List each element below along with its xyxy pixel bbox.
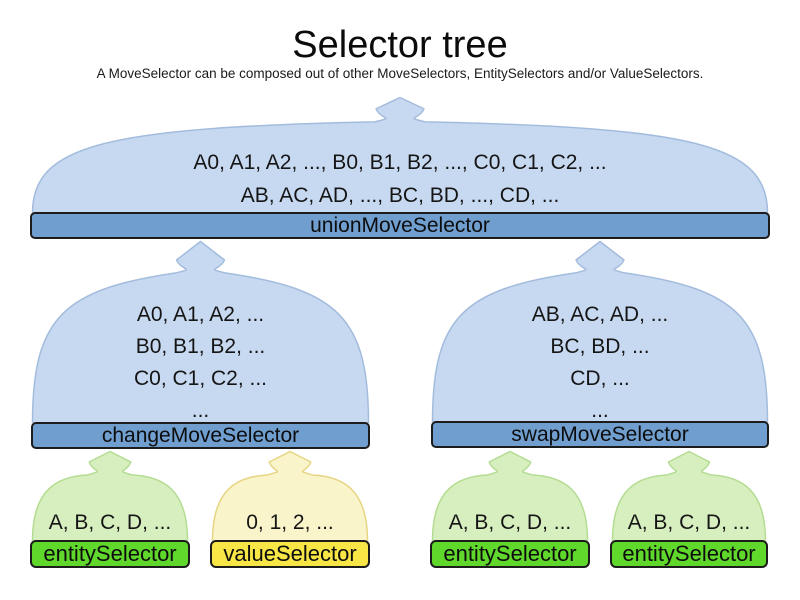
value-selector-bar: valueSelector	[210, 540, 370, 568]
funnel-text-line: 0, 1, 2, ...	[246, 511, 334, 534]
value-selector-funnel	[211, 450, 369, 541]
swap-move-selector-funnel	[431, 240, 769, 422]
page-subtitle: A MoveSelector can be composed out of ot…	[96, 66, 704, 81]
funnel-text-line: BC, BD, ...	[550, 335, 650, 358]
change-move-selector-funnel	[31, 240, 370, 423]
funnel-text-line: A0, A1, A2, ..., B0, B1, B2, ..., C0, C1…	[193, 151, 607, 174]
bar-label: changeMoveSelector	[101, 423, 300, 447]
entity-middle-funnel-text: A, B, C, D, ...	[430, 509, 590, 537]
union-funnel-text: A0, A1, A2, ..., B0, B1, B2, ..., C0, C1…	[30, 146, 770, 212]
entity-right-funnel-text: A, B, C, D, ...	[610, 509, 768, 537]
union-move-selector-funnel	[31, 96, 769, 213]
bar-label: unionMoveSelector	[310, 213, 490, 237]
union-move-selector-bar: unionMoveSelector	[30, 212, 770, 239]
funnel-text-line: ...	[591, 399, 609, 422]
funnel-text-line: A, B, C, D, ...	[48, 511, 172, 534]
up-arrow-funnel-shape	[31, 240, 370, 423]
bar-label: entitySelector	[622, 541, 756, 566]
funnel-text-line: B0, B1, B2, ...	[135, 335, 266, 358]
up-arrow-funnel-shape	[31, 450, 189, 541]
funnel-text-line: A, B, C, D, ...	[627, 511, 751, 534]
swap-move-selector-bar: swapMoveSelector	[431, 421, 769, 448]
change-move-selector-bar: changeMoveSelector	[31, 422, 370, 449]
page-title: Selector tree	[292, 24, 508, 66]
up-arrow-funnel-shape	[431, 240, 769, 422]
up-arrow-funnel-shape	[611, 450, 767, 541]
funnel-text-line: CD, ...	[570, 367, 630, 390]
funnel-text-line: AB, AC, AD, ...	[531, 303, 669, 326]
entity-selector-left-bar: entitySelector	[30, 540, 190, 568]
funnel-text-line: AB, AC, AD, ..., BC, BD, ..., CD, ...	[240, 184, 560, 207]
funnel-text-line: A0, A1, A2, ...	[136, 303, 265, 326]
entity-selector-right-funnel	[611, 450, 767, 541]
value-funnel-text: 0, 1, 2, ...	[210, 509, 370, 537]
bar-label: swapMoveSelector	[511, 422, 689, 446]
change-funnel-text: A0, A1, A2, ... B0, B1, B2, ... C0, C1, …	[30, 299, 371, 427]
up-arrow-funnel-shape	[211, 450, 369, 541]
entity-selector-left-funnel	[31, 450, 189, 541]
entity-selector-middle-bar: entitySelector	[430, 540, 590, 568]
bar-label: entitySelector	[443, 541, 577, 566]
entity-left-funnel-text: A, B, C, D, ...	[30, 509, 190, 537]
funnel-text-line: A, B, C, D, ...	[448, 511, 572, 534]
entity-selector-right-bar: entitySelector	[610, 540, 768, 568]
entity-selector-middle-funnel	[431, 450, 589, 541]
funnel-text-line: C0, C1, C2, ...	[133, 367, 268, 390]
bar-label: entitySelector	[43, 541, 177, 566]
up-arrow-funnel-shape	[431, 450, 589, 541]
funnel-text-line: ...	[191, 399, 210, 422]
up-arrow-funnel-shape	[31, 96, 769, 213]
swap-funnel-text: AB, AC, AD, ... BC, BD, ... CD, ... ...	[430, 299, 770, 427]
bar-label: valueSelector	[223, 541, 357, 566]
